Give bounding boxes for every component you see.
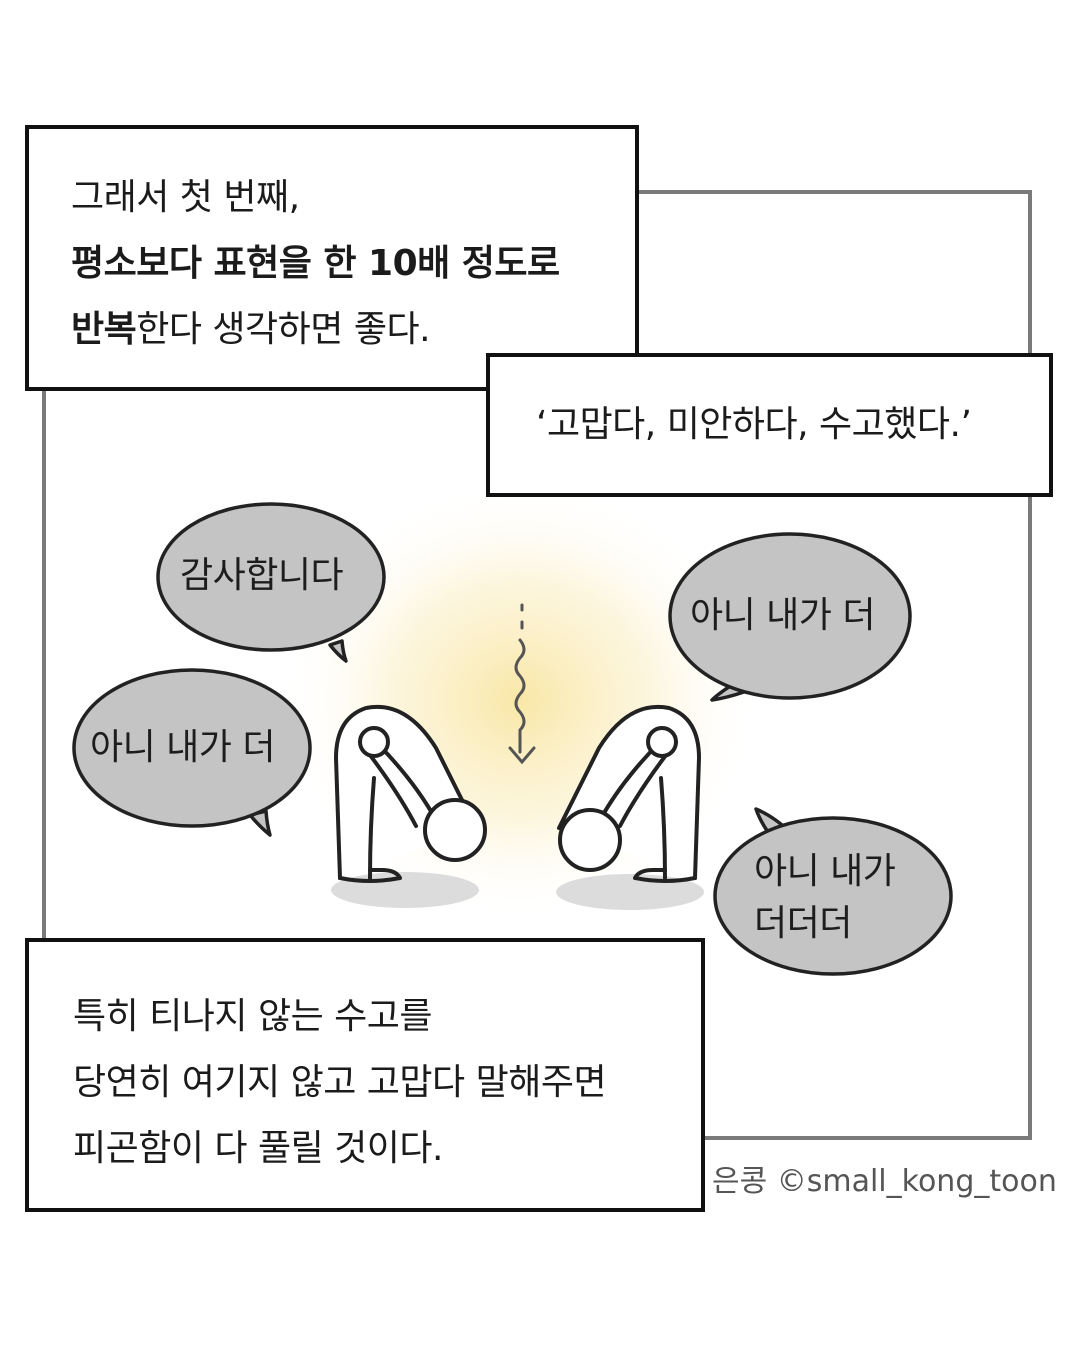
bowing-figure-right [556, 704, 704, 910]
bubble-right-lower-line1: 아니 내가 [754, 851, 896, 892]
caption-bottom-line1: 특히 티나지 않는 수고를 [73, 996, 433, 1037]
bubble-right-reply [668, 532, 912, 702]
bubble-right-lower-line2: 더더더 [754, 903, 852, 944]
caption-top-line3: 반복한다 생각하면 좋다. [71, 297, 635, 363]
caption-top-line3-rest: 한다 생각하면 좋다. [136, 309, 431, 350]
falling-arrow-icon [508, 603, 536, 765]
caption-top-line3-emphasis: 반복 [71, 309, 137, 350]
bubble-right-lower-text: 아니 내가 더더더 [754, 846, 896, 950]
caption-bottom-line3: 피곤함이 다 풀릴 것이다. [73, 1128, 443, 1169]
caption-top-line1: 그래서 첫 번째, [71, 177, 300, 218]
watermark-credit: 은콩 ©small_kong_toon [712, 1164, 1057, 1199]
caption-top: 그래서 첫 번째, 평소보다 표현을 한 10배 정도로 반복한다 생각하면 좋… [25, 125, 639, 391]
bowing-figure-left [331, 704, 487, 908]
bubble-thanks-text: 감사합니다 [180, 555, 344, 596]
bubble-right-reply-text: 아니 내가 더 [690, 595, 876, 636]
caption-middle-text: ‘고맙다, 미안하다, 수고했다.’ [536, 404, 972, 445]
bubble-thanks [156, 502, 386, 663]
caption-top-line2: 평소보다 표현을 한 10배 정도로 [71, 243, 560, 284]
bubble-right-lower [713, 807, 953, 976]
caption-middle: ‘고맙다, 미안하다, 수고했다.’ [486, 353, 1053, 497]
bubble-left-reply [72, 668, 312, 837]
caption-bottom: 특히 티나지 않는 수고를 당연히 여기지 않고 고맙다 말해주면 피곤함이 다… [25, 938, 705, 1212]
bubble-left-reply-text: 아니 내가 더 [90, 727, 276, 768]
caption-bottom-line2: 당연히 여기지 않고 고맙다 말해주면 [73, 1062, 607, 1103]
